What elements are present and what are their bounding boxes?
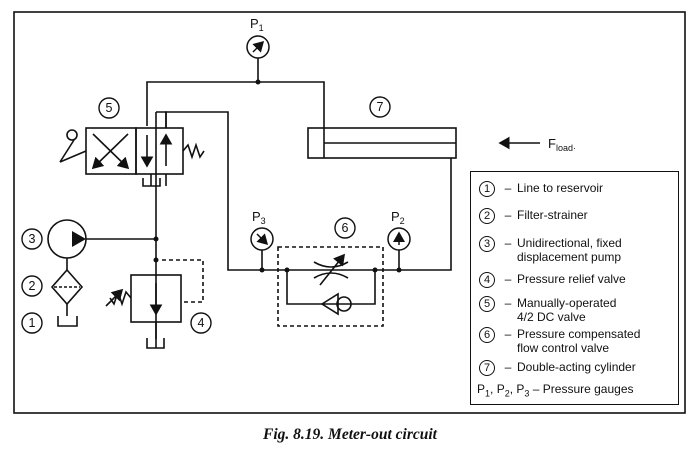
legend-text-7: Double-acting cylinder xyxy=(517,360,636,374)
callout-3 xyxy=(21,228,43,250)
legend-item-1: 1 – Line to reservoir xyxy=(479,181,667,197)
callout-1-num: 1 xyxy=(29,316,36,330)
callout-7-num: 7 xyxy=(377,100,384,114)
callout-1 xyxy=(21,312,43,334)
legend-num-6: 6 xyxy=(479,327,495,343)
callout-2-num: 2 xyxy=(29,279,36,293)
manual-lever xyxy=(59,150,87,163)
callout-3-num: 3 xyxy=(29,232,36,246)
callout-5 xyxy=(98,97,120,119)
legend-num-7: 7 xyxy=(479,360,495,376)
legend-text-5: Manually-operated 4/2 DC valve xyxy=(517,296,617,324)
legend-gauges-text: – Pressure gauges xyxy=(529,382,634,396)
legend-num-5: 5 xyxy=(479,296,495,312)
pipe-to-cylinder xyxy=(375,158,452,271)
legend-text-2: Filter-strainer xyxy=(517,208,588,222)
legend-text-3: Unidirectional, fixed displacement pump xyxy=(517,236,622,264)
pipe-valve-to-pump xyxy=(156,111,167,128)
legend-item-2: 2 – Filter-strainer xyxy=(479,208,667,224)
callout-6 xyxy=(334,217,356,239)
callout-5-num: 5 xyxy=(106,101,113,115)
legend-text-6: Pressure compensated flow control valve xyxy=(517,327,641,355)
callout-4-num: 4 xyxy=(198,316,205,330)
legend-num-1: 1 xyxy=(479,181,495,197)
relief-pilot-line xyxy=(162,259,204,303)
legend-num-2: 2 xyxy=(479,208,495,224)
legend-num-4: 4 xyxy=(479,272,495,288)
check-valve-seat xyxy=(320,292,339,316)
legend-num-3: 3 xyxy=(479,236,495,252)
label-p2: P2 xyxy=(391,209,405,226)
label-p1: P1 xyxy=(250,16,264,33)
dc-valve-right-box xyxy=(135,127,184,175)
legend-item-4: 4 – Pressure relief valve xyxy=(479,272,667,288)
legend-item-5: 5 – Manually-operated 4/2 DC valve xyxy=(479,296,667,324)
label-p3: P3 xyxy=(252,209,266,226)
callout-6-num: 6 xyxy=(342,221,349,235)
callout-7 xyxy=(369,96,391,118)
pipe-p1-line xyxy=(146,81,325,128)
figure-caption: Fig. 8.19. Meter-out circuit xyxy=(263,426,437,443)
pipe-valve-right-port xyxy=(165,111,287,271)
legend-gauges-names: P1, P2, P3 xyxy=(477,382,530,399)
legend-item-3: 3 – Unidirectional, fixed displacement p… xyxy=(479,236,667,264)
legend-text-1: Line to reservoir xyxy=(517,181,604,195)
check-valve-branch xyxy=(286,270,376,305)
callout-2 xyxy=(21,275,43,297)
legend-text-4: Pressure relief valve xyxy=(517,272,626,286)
legend-item-6: 6 – Pressure compensated flow control va… xyxy=(479,327,667,355)
legend-gauges-row: P1, P2, P3 – Pressure gauges xyxy=(477,382,634,400)
valve-spring xyxy=(182,142,205,160)
legend-box: 1 – Line to reservoir 2 – Filter-straine… xyxy=(470,171,679,405)
callout-4 xyxy=(190,312,212,334)
label-f-load: Fload· xyxy=(548,136,576,153)
flow-control-box xyxy=(277,246,384,327)
reservoir-symbol xyxy=(57,316,78,327)
legend-item-7: 7 – Double-acting cylinder xyxy=(479,360,667,376)
outer-border xyxy=(13,11,686,414)
